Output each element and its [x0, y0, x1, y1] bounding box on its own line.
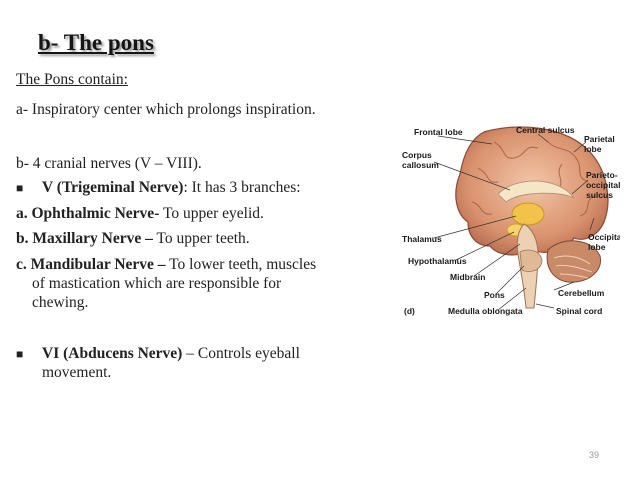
label-midbrain: Midbrain — [450, 272, 485, 282]
abducens-line: ■ VI (Abducens Nerve) – Controls eyeball — [16, 344, 300, 364]
maxillary-name: b. Maxillary Nerve – — [16, 230, 153, 247]
mandibular-cont-2: chewing. — [32, 294, 89, 311]
abducens-desc: – Controls eyeball — [182, 345, 300, 362]
page-number: 39 — [589, 450, 600, 460]
leader-lines — [433, 133, 595, 311]
label-medulla-oblongata: Medulla oblongata — [448, 306, 523, 316]
maxillary-line: b. Maxillary Nerve – To upper teeth. — [16, 229, 250, 248]
label-panel-d: (d) — [404, 306, 415, 316]
label-parieto-occipital-1: Parieto- — [586, 170, 618, 180]
pons-shape — [519, 249, 543, 272]
abducens-cont: movement. — [42, 364, 112, 381]
thalamus-shape — [511, 202, 545, 226]
ophthalmic-desc: To upper eyelid. — [159, 205, 264, 222]
mandibular-desc: To lower teeth, muscles — [165, 256, 317, 273]
mandibular-line: c. Mandibular Nerve – To lower teeth, mu… — [16, 255, 316, 274]
label-cerebellum: Cerebellum — [558, 288, 605, 298]
trigeminal-line: ■ V (Trigeminal Nerve): It has 3 branches… — [16, 178, 301, 198]
trigeminal-name: V (Trigeminal Nerve) — [42, 179, 184, 196]
ophthalmic-line: a. Ophthalmic Nerve- To upper eyelid. — [16, 204, 264, 223]
intro-line: The Pons contain: — [16, 71, 128, 88]
ophthalmic-name: a. Ophthalmic Nerve- — [16, 205, 160, 222]
label-thalamus: Thalamus — [402, 234, 442, 244]
label-parietal-lobe-2: lobe — [584, 144, 602, 154]
label-frontal-lobe: Frontal lobe — [414, 127, 463, 137]
label-central-sulcus: Central sulcus — [516, 125, 575, 135]
trigeminal-desc: : It has 3 branches: — [183, 179, 301, 196]
mandibular-cont-1: of mastication which are responsible for — [32, 275, 282, 292]
label-parietal-lobe-1: Parietal — [584, 134, 615, 144]
label-pons: Pons — [484, 290, 505, 300]
bullet-icon: ■ — [16, 181, 24, 195]
label-hypothalamus: Hypothalamus — [408, 256, 467, 266]
label-parieto-occipital-2: occipital — [586, 180, 620, 190]
mandibular-name: c. Mandibular Nerve – — [16, 256, 166, 273]
gyri-lines — [471, 141, 595, 217]
arbor-vitae — [553, 255, 593, 279]
label-parieto-occipital-3: sulcus — [586, 190, 613, 200]
label-occipital-lobe-2: lobe — [588, 242, 606, 252]
brain-diagram: Frontal lobe Central sulcus Parietal lob… — [402, 125, 620, 316]
corpus-callosum-shape — [497, 180, 575, 203]
label-corpus-callosum-2: callosum — [402, 160, 439, 170]
abducens-name: VI (Abducens Nerve) — [42, 345, 183, 362]
bullet-icon: ■ — [16, 347, 24, 361]
label-spinal-cord: Spinal cord — [556, 306, 602, 316]
slide-title: b- The pons — [38, 30, 154, 55]
label-corpus-callosum-1: Corpus — [402, 150, 432, 160]
cranial-nerves-line: b- 4 cranial nerves (V – VIII). — [16, 155, 202, 172]
inspiratory-line: a- Inspiratory center which prolongs ins… — [16, 101, 316, 118]
maxillary-desc: To upper teeth. — [152, 230, 250, 247]
cerebellum-shape — [546, 240, 602, 283]
